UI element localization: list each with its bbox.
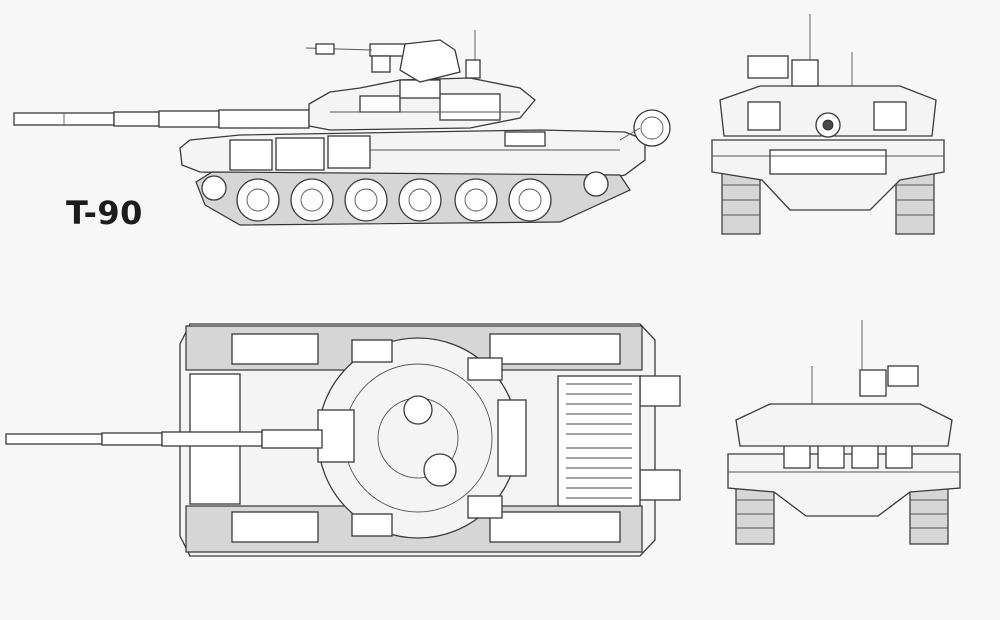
side-view-hull	[179, 109, 671, 181]
side-view-turret	[305, 30, 536, 131]
rear-view-tracks	[735, 485, 949, 545]
drawing-title: T-90	[66, 194, 143, 232]
front-view-hull	[711, 139, 945, 211]
top-view-engine-deck	[557, 375, 641, 507]
side-view-running-gear	[195, 171, 631, 226]
front-view-turret	[719, 14, 937, 138]
top-view-turret	[317, 337, 527, 539]
rear-view-turret	[735, 320, 953, 447]
top-view-gun-barrel	[5, 429, 323, 449]
front-view-tracks	[721, 169, 935, 235]
side-view-gun-barrel	[13, 109, 310, 129]
